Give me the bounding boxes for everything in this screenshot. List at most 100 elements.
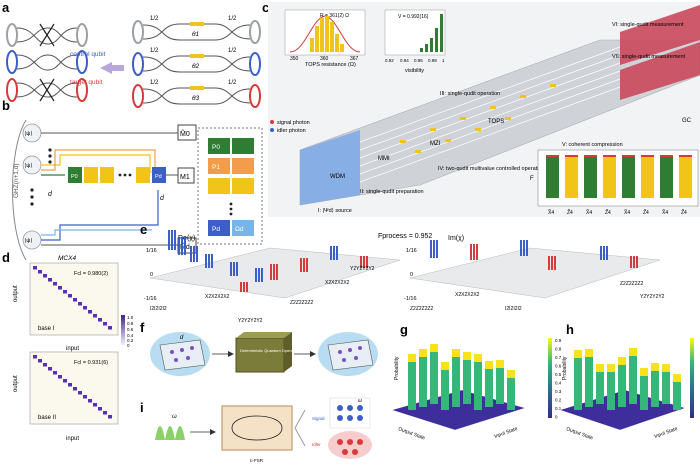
fprocess-label: Fprocess = 0.952: [378, 233, 432, 240]
process-bar: [330, 246, 332, 260]
panel-d-letter: d: [2, 250, 10, 265]
fidelity-bar-cap: [679, 155, 692, 157]
e-tick-1: 1/16: [146, 248, 157, 254]
theta2-label: θ2: [192, 63, 200, 70]
panel-b-gate-detail: [197, 127, 263, 245]
prob-bar-top: [629, 348, 637, 356]
e-axis-y-3: Y2Y2Y2Y2: [640, 294, 665, 300]
cb-d-3: 0.4: [127, 333, 134, 338]
g-zlabel: Probability: [394, 356, 400, 380]
truth-table-cell: [83, 395, 87, 399]
truth-table-cell: [78, 302, 82, 306]
p1-label: P1: [212, 164, 220, 171]
quantum-operation-box: [235, 337, 285, 373]
truth-table-cell: [93, 403, 97, 407]
colorbar-tick: 0.5: [555, 372, 562, 377]
hist1-title: TOPS resistance (Ω): [305, 62, 356, 68]
prob-bar: [419, 349, 427, 407]
process-bar: [174, 230, 176, 250]
process-bar: [603, 246, 605, 260]
gc-region-top: [620, 5, 700, 65]
panel-b-lines: [41, 149, 178, 246]
fidelity-bar-cap: [660, 155, 673, 157]
prob-bar-top: [496, 360, 504, 368]
truth-table-cell: [108, 326, 112, 330]
fid-2: Fcl = 0.931(6): [74, 360, 108, 366]
process-bar: [255, 268, 257, 282]
legend-signal: signal photon: [277, 120, 310, 126]
panel-a-right-circuit: [132, 20, 261, 108]
prob-bar: [585, 349, 593, 407]
arrow-right-icon-2: [310, 351, 316, 357]
process-bar: [360, 256, 362, 268]
operation-box-label: Deterministic Quantum Operations: [240, 348, 301, 353]
process-bar: [473, 244, 475, 260]
hist2-stat: V = 0.992(16): [398, 14, 429, 20]
truth-table-cell: [88, 399, 92, 403]
process-bar: [548, 256, 550, 270]
e-axis-z-2: Z2Z2Z2Z2: [620, 281, 644, 287]
prob-bar: [485, 361, 493, 407]
psi-label-3: |ψ⟩: [25, 237, 33, 244]
h-colorbar: [690, 338, 694, 418]
tops-label: TOPS: [488, 119, 504, 125]
process-bar: [470, 244, 472, 260]
process-bar: [273, 264, 275, 280]
prob-bar: [618, 357, 626, 407]
e-axis-z-3: Z2Z2Z2Z2: [410, 306, 434, 312]
prob-bar-top: [596, 364, 604, 372]
process-bar: [476, 244, 478, 260]
fidelity-bar: [546, 156, 559, 198]
h-ylabel: Input State: [654, 426, 679, 440]
process-bar: [193, 246, 195, 262]
process-bar: [208, 254, 210, 268]
chip-waveguides: [359, 46, 621, 183]
prob-bar: [463, 352, 471, 404]
prob-bar: [596, 364, 604, 404]
wdm-label: WDM: [330, 174, 345, 180]
prob-bar-top: [485, 361, 493, 369]
arrow-icon: [100, 62, 124, 74]
process-bar: [171, 230, 173, 250]
process-bar: [633, 256, 635, 268]
process-bar: [196, 246, 198, 262]
cb-d-4: 0.2: [127, 338, 134, 343]
hist2-tick-2: 0.94: [400, 58, 409, 63]
panel-c-letter: c: [262, 0, 269, 15]
process-bar: [303, 258, 305, 272]
half-label-3: 1/2: [150, 48, 159, 54]
panel-a-letter: a: [2, 0, 10, 15]
panel-c: c TOPS resistance: [262, 0, 700, 217]
hist2-xlabel: visibility: [405, 68, 424, 74]
truth-table-cell: [48, 278, 52, 282]
arrow-right-icon: [228, 351, 234, 357]
prob-bar: [629, 348, 637, 404]
d-label-b2: d: [160, 195, 165, 202]
m1-label: M1: [180, 174, 190, 181]
e-axis-x-1: X2X2X2X2: [205, 294, 230, 300]
prob-bar: [408, 354, 416, 410]
truth-table-cell: [33, 266, 37, 270]
panel-d-title: MCX4: [58, 255, 76, 262]
fidelity-bar-cap: [584, 155, 597, 157]
process-bar: [243, 282, 245, 292]
prob-bar-top: [618, 357, 626, 365]
idler-label: Idler: [312, 442, 321, 447]
prob-bar: [673, 374, 681, 410]
process-bar: [600, 246, 602, 260]
stage-source: I: |Ψd⟩ source: [318, 207, 352, 214]
g-colorbar: [548, 338, 552, 418]
h-zlabel: Probability: [562, 356, 568, 380]
hist-visibility: [384, 9, 446, 56]
cb-d-2: 0.6: [127, 327, 134, 332]
cb-d-5: 0: [127, 343, 130, 348]
truth-table-cell: [68, 294, 72, 298]
truth-table-cell: [108, 415, 112, 419]
truth-table-cell: [43, 363, 47, 367]
prob-bar: [474, 354, 482, 410]
prob-bar-top: [640, 368, 648, 376]
e-axis-x-2: X2X2X2X2: [325, 280, 350, 286]
process-bar: [436, 240, 438, 258]
prob-bar-top: [452, 349, 460, 357]
process-bar: [190, 246, 192, 262]
